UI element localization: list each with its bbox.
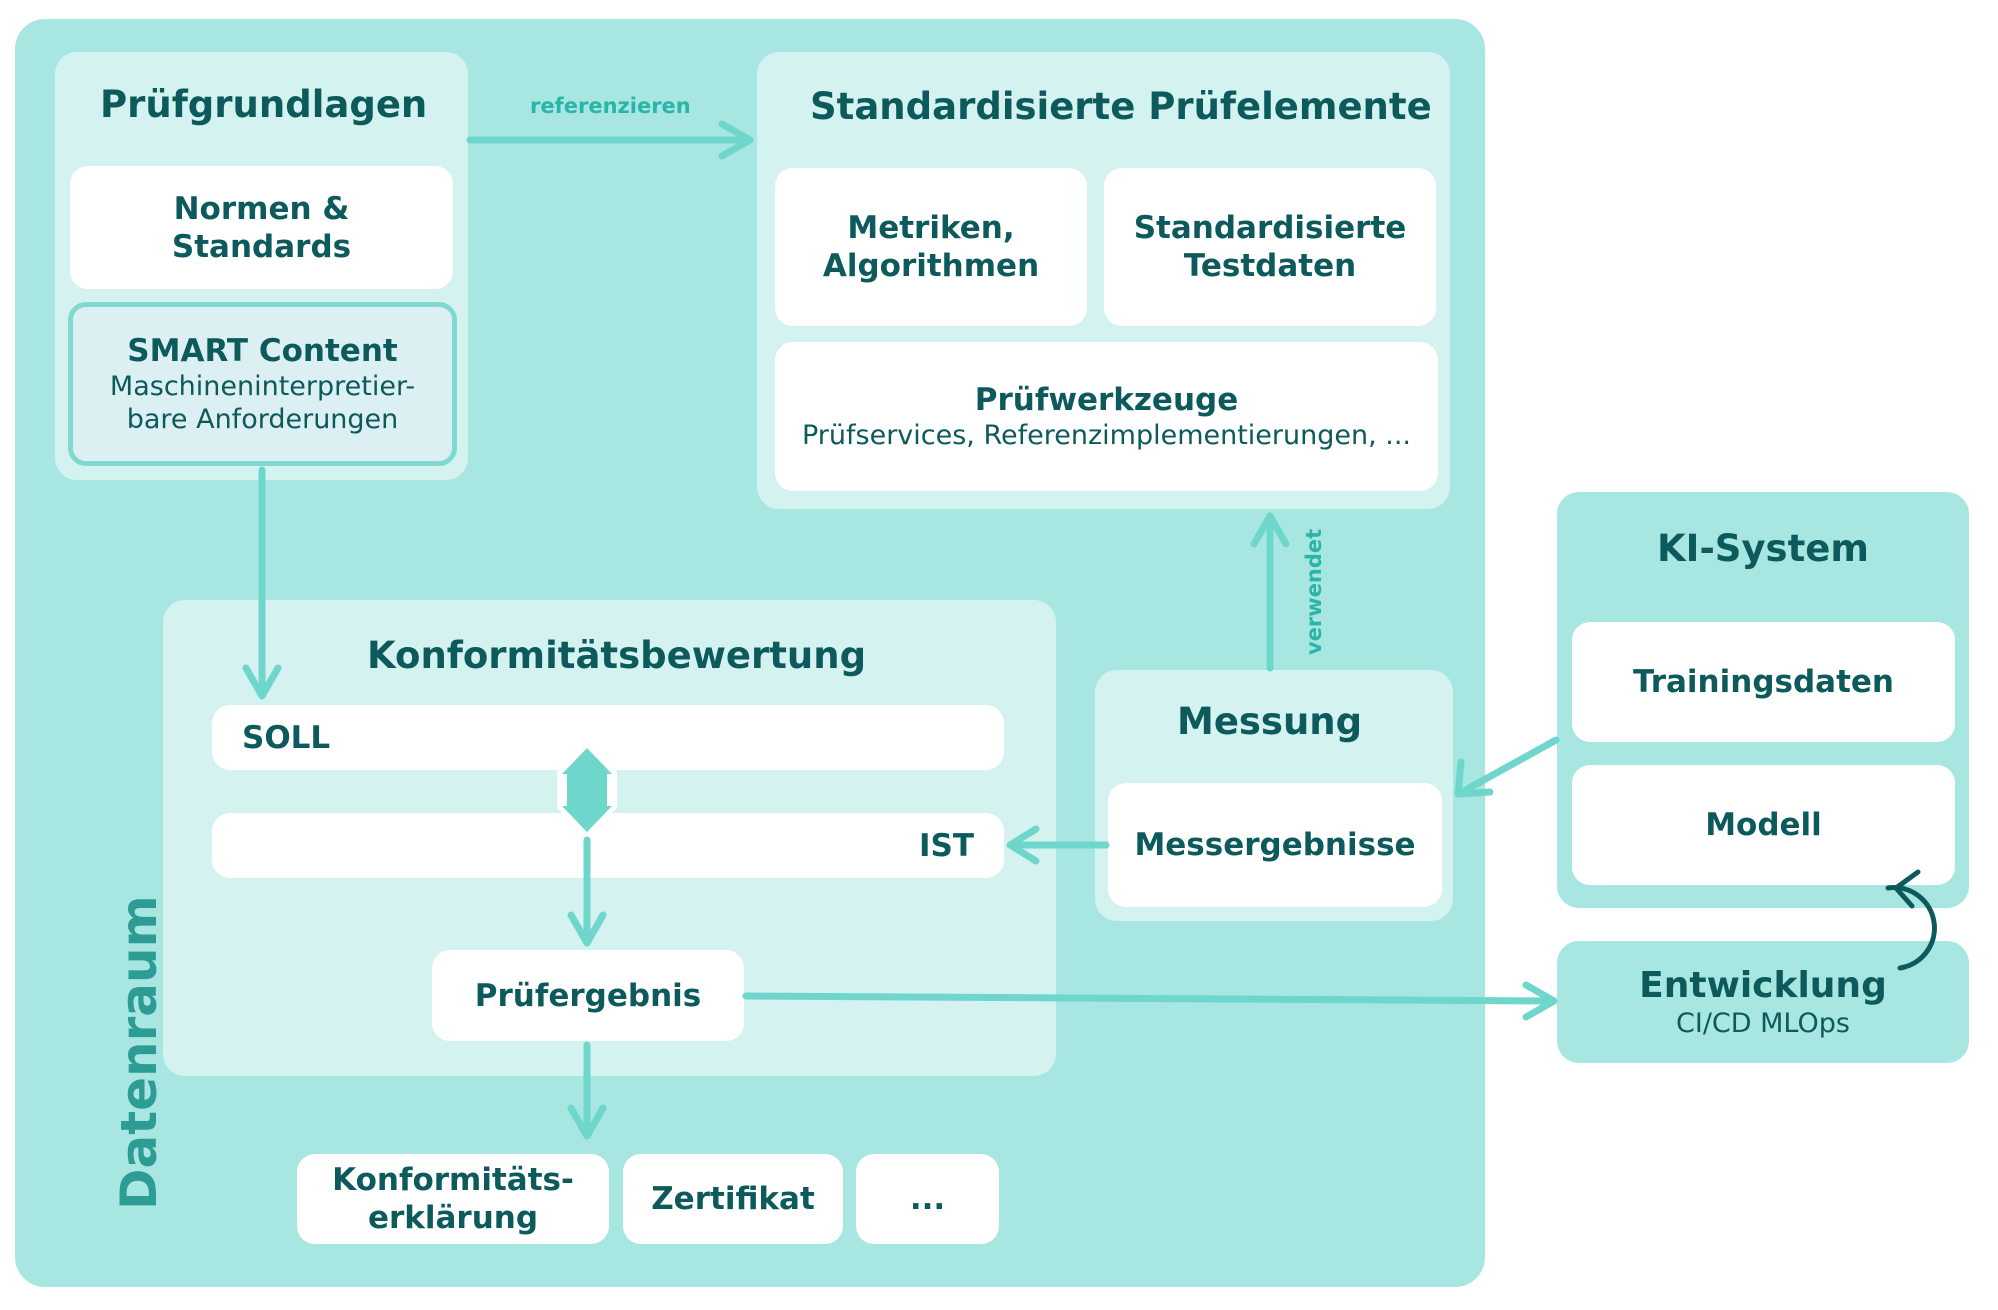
standardisierte-pruefelemente-title: Standardisierte Prüfelemente: [810, 85, 1432, 128]
pruefwerkzeuge-sub: Prüfservices, Referenzimplementierungen,…: [801, 420, 1412, 451]
trainingsdaten-card: Trainingsdaten: [1572, 622, 1955, 742]
pruefergebnis-label: Prüfergebnis: [474, 977, 702, 1014]
ergebnis-to-outputs-arrowhead: [567, 1104, 607, 1140]
trainingsdaten-label: Trainingsdaten: [1632, 664, 1894, 700]
normen-line1: Normen &: [173, 190, 350, 227]
verwendet-arrowhead: [1250, 512, 1290, 548]
modell-label: Modell: [1705, 807, 1822, 843]
ist-bar: IST: [212, 813, 1004, 878]
smart-to-soll-arrowhead: [242, 664, 282, 700]
metriken-line1: Metriken,: [847, 210, 1015, 246]
messung-title: Messung: [1177, 700, 1363, 743]
testdaten-line1: Standardisierte: [1133, 210, 1407, 246]
modell-card: Modell: [1572, 765, 1955, 885]
ergebnis-to-entwicklung-arrowhead: [1522, 981, 1558, 1021]
pruefgrundlagen-title: Prüfgrundlagen: [100, 83, 428, 126]
ergebnis-to-entwicklung-arrow: [742, 992, 1556, 1005]
metriken-card: Metriken, Algorithmen: [775, 168, 1087, 326]
ki-to-messung-arrowhead: [1454, 758, 1494, 798]
ki-to-messung-arrow: [1458, 736, 1560, 796]
messergebnisse-label: Messergebnisse: [1134, 827, 1416, 863]
ki-system-title: KI-System: [1657, 527, 1869, 570]
erklaerung-line1: Konformitäts-: [332, 1162, 574, 1198]
soll-bar: SOLL: [212, 705, 1004, 770]
testdaten-line2: Testdaten: [1183, 248, 1357, 284]
normen-standards-card: Normen & Standards: [70, 166, 453, 289]
soll-label: SOLL: [242, 719, 331, 756]
pruefwerkzeuge-title: Prüfwerkzeuge: [974, 382, 1239, 418]
smart-content-title: SMART Content: [127, 333, 398, 369]
referenzieren-arrowhead: [718, 120, 754, 160]
messergebnisse-card: Messergebnisse: [1108, 783, 1442, 907]
konformitaetsbewertung-title: Konformitätsbewertung: [367, 634, 867, 677]
erklaerung-line2: erklärung: [367, 1200, 539, 1236]
pruefwerkzeuge-card: Prüfwerkzeuge Prüfservices, Referenzimpl…: [775, 342, 1438, 491]
normen-line2: Standards: [171, 228, 352, 265]
smart-content-sub-line2: bare Anforderungen: [126, 404, 399, 435]
smart-content-card: SMART Content Maschineninterpretier- bar…: [68, 302, 457, 466]
testdaten-card: Standardisierte Testdaten: [1104, 168, 1436, 326]
metriken-line2: Algorithmen: [822, 248, 1040, 284]
cycle-loop-icon: [1885, 869, 1937, 971]
entwicklung-sub: CI/CD MLOps: [1676, 1007, 1850, 1039]
messergebnisse-to-ist-arrowhead: [1006, 825, 1040, 865]
ist-label: IST: [918, 827, 974, 864]
more-outputs-label: ...: [909, 1181, 946, 1217]
more-outputs-card: ...: [856, 1154, 999, 1244]
zertifikat-card: Zertifikat: [623, 1154, 843, 1244]
zertifikat-label: Zertifikat: [651, 1181, 815, 1217]
vergleich-to-ergebnis-arrowhead: [567, 911, 607, 947]
comparison-double-arrow: [557, 743, 617, 837]
smart-content-sub-line1: Maschineninterpretier-: [109, 371, 416, 402]
entwicklung-panel: Entwicklung CI/CD MLOps: [1557, 941, 1969, 1063]
pruefergebnis-card: Prüfergebnis: [432, 950, 744, 1041]
referenzieren-label: referenzieren: [530, 94, 691, 118]
konformitaetserklaerung-card: Konformitäts- erklärung: [297, 1154, 609, 1244]
entwicklung-title: Entwicklung: [1639, 964, 1887, 1006]
